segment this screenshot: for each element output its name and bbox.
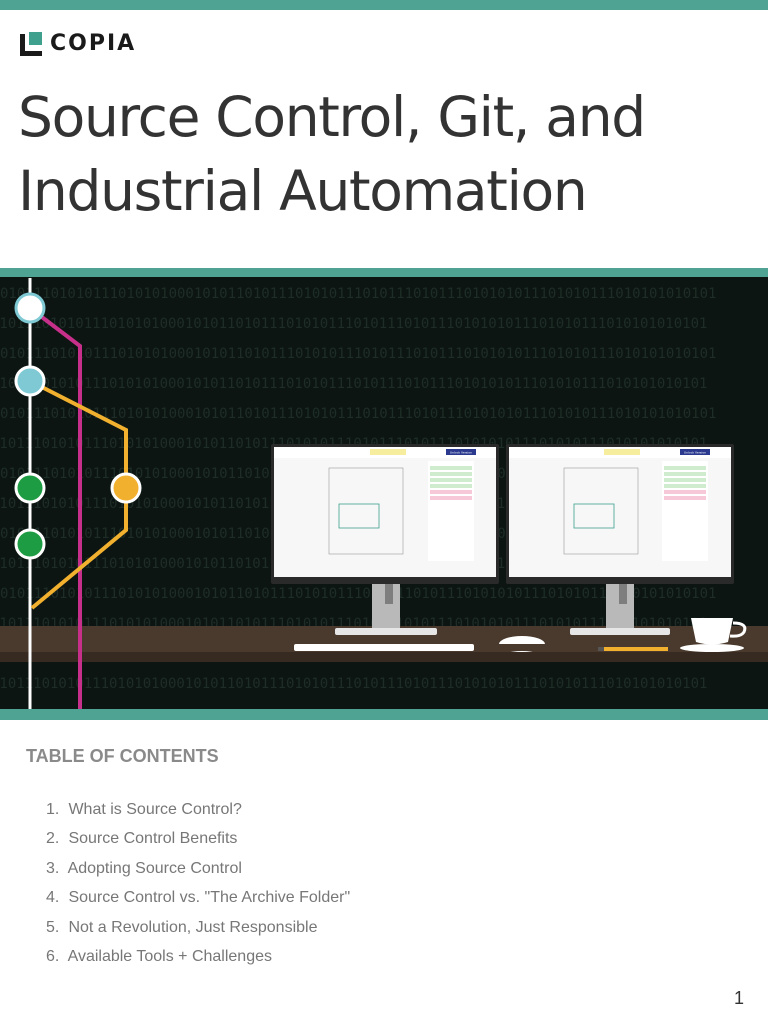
commit-node-white bbox=[14, 292, 46, 324]
monitor-left: Unlock Version bbox=[271, 444, 499, 635]
toc-item-number: 1. bbox=[46, 801, 60, 818]
copia-logo: COPIA bbox=[20, 31, 136, 56]
page-number: 1 bbox=[733, 988, 744, 1008]
monitor-right: Unlock Version bbox=[506, 444, 734, 635]
toc-item[interactable]: 4. Source Control vs. "The Archive Folde… bbox=[46, 883, 350, 912]
toc-item[interactable]: 3. Adopting Source Control bbox=[46, 854, 350, 883]
binary-row: 0101110101011101010100010101101011101010… bbox=[0, 316, 707, 332]
toc-item-text: Source Control vs. "The Archive Folder" bbox=[68, 889, 351, 907]
saucer bbox=[680, 644, 744, 652]
title-line-1: Source Control, Git, and bbox=[18, 85, 646, 149]
toc-item[interactable]: 2. Source Control Benefits bbox=[46, 824, 350, 853]
toc-item-number: 6. bbox=[46, 948, 60, 966]
toc-item[interactable]: 6. Available Tools + Challenges bbox=[46, 942, 350, 971]
toc-list: 1. What is Source Control? 2. Source Con… bbox=[46, 795, 350, 971]
commit-node-green bbox=[14, 528, 46, 560]
toc-item-number: 5. bbox=[46, 918, 60, 936]
title-line-2: Industrial Automation bbox=[18, 159, 588, 223]
toc-item-text: Available Tools + Challenges bbox=[67, 948, 272, 966]
toc-item-text: What is Source Control? bbox=[68, 801, 242, 818]
toc-item-text: Not a Revolution, Just Responsible bbox=[68, 918, 318, 936]
unlock-version-button: Unlock Version bbox=[450, 451, 472, 455]
toc-item-text: Adopting Source Control bbox=[67, 859, 242, 877]
keyboard bbox=[294, 644, 474, 651]
binary-row: 0101110101011101010100010101101011101010… bbox=[0, 286, 716, 302]
top-accent-bar bbox=[0, 0, 768, 10]
commit-node-cyan bbox=[14, 365, 46, 397]
document-title: Source Control, Git, and Industrial Auto… bbox=[18, 80, 758, 228]
toc-item-text: Source Control Benefits bbox=[68, 830, 238, 848]
binary-row: 0101110101011101010100010101101011101010… bbox=[0, 346, 716, 362]
toc-item-number: 4. bbox=[46, 889, 60, 907]
binary-row: 0101110101011101010100010101101011101010… bbox=[0, 406, 716, 422]
toc-heading: TABLE OF CONTENTS bbox=[26, 746, 219, 766]
toc-item[interactable]: 5. Not a Revolution, Just Responsible bbox=[46, 913, 350, 942]
coffee-cup bbox=[691, 618, 733, 645]
brand-name: COPIA bbox=[50, 31, 137, 56]
toc-item[interactable]: 1. What is Source Control? bbox=[46, 795, 350, 824]
unlock-version-button: Unlock Version bbox=[684, 451, 706, 455]
commit-node-green bbox=[14, 472, 46, 504]
binary-row: 0101110101011101010100010101101011101010… bbox=[0, 376, 707, 392]
pencil bbox=[602, 647, 668, 651]
table-of-contents: TABLE OF CONTENTS 1. What is Source Cont… bbox=[26, 746, 350, 971]
hero-illustration: 0101110101011101010100010101101011101010… bbox=[0, 268, 768, 720]
binary-row: 0101110101011101010100010101101011101010… bbox=[0, 676, 707, 692]
binary-row: 0101110101011101010100010101101011101010… bbox=[0, 586, 716, 602]
copia-logo-mark-icon bbox=[20, 31, 42, 56]
commit-node-orange bbox=[110, 472, 142, 504]
toc-item-number: 2. bbox=[46, 830, 60, 848]
toc-item-number: 3. bbox=[46, 859, 60, 877]
